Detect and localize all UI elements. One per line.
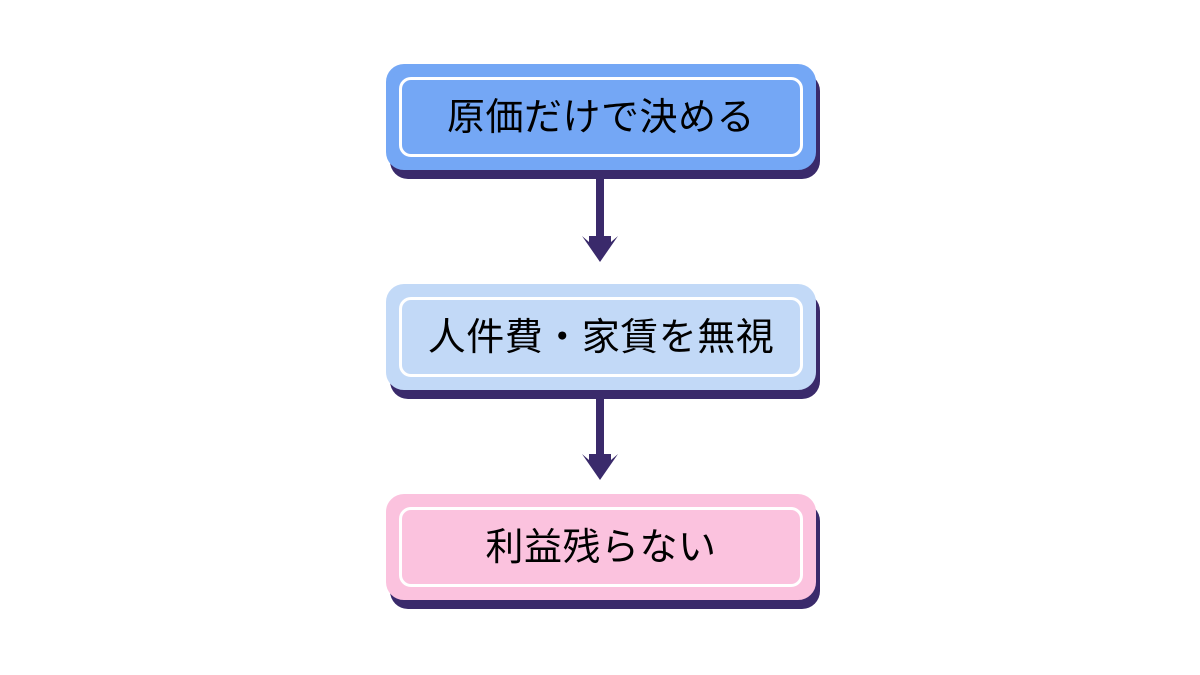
flowchart-arrow-1 (578, 178, 622, 264)
node-body: 人件費・家賃を無視 (386, 284, 816, 390)
node-label: 利益残らない (485, 525, 717, 569)
flowchart-node-3[interactable]: 利益残らない (386, 494, 820, 609)
flowchart-node-1[interactable]: 原価だけで決める (386, 64, 820, 179)
node-body: 原価だけで決める (386, 64, 816, 170)
node-label: 原価だけで決める (446, 95, 755, 139)
node-body: 利益残らない (386, 494, 816, 600)
down-arrow-icon (582, 178, 618, 262)
down-arrow-icon (582, 396, 618, 480)
flowchart-arrow-2 (578, 396, 622, 482)
flowchart-node-2[interactable]: 人件費・家賃を無視 (386, 284, 820, 399)
node-label: 人件費・家賃を無視 (427, 315, 775, 359)
